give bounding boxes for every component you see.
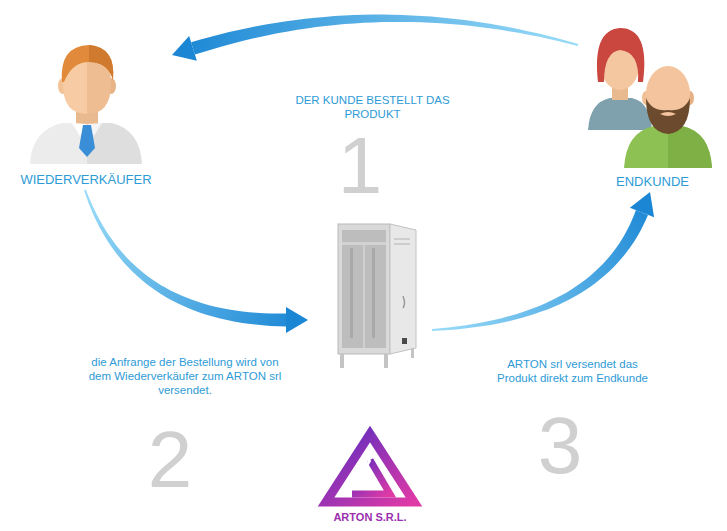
node-label: WIEDERVERKÄUFER (2, 172, 170, 188)
flow-arrow (432, 192, 654, 331)
step-description: DER KUNDE BESTELLT DAS PRODUKT (280, 93, 465, 121)
man-figure (624, 66, 712, 168)
actor-node: ARTON S.R.L. (310, 220, 430, 525)
arrow-head (172, 36, 197, 61)
step-number: 2 (130, 420, 210, 500)
step-number: 1 (330, 126, 390, 206)
step-description: ARTON srl versendet das Produkt direkt z… (490, 357, 655, 385)
node-label: ENDKUNDE (580, 174, 725, 190)
woman-figure (588, 28, 652, 130)
arrow-shaft (432, 210, 648, 331)
locker-illustration (338, 224, 416, 368)
arrow-head (286, 307, 308, 333)
step-number: 3 (520, 406, 600, 486)
actor-node: ENDKUNDE (580, 20, 725, 190)
reseller-body (30, 45, 142, 164)
arrow-shaft (191, 15, 578, 55)
step-description: die Anfrange der Bestellung wird von dem… (85, 355, 285, 397)
arton-logo (326, 434, 414, 502)
flow-arrow (84, 190, 308, 333)
reseller-figure (2, 40, 170, 170)
node-label: ARTON S.R.L. (310, 509, 430, 525)
arrow-head (630, 192, 654, 217)
arrow-shaft (84, 190, 286, 327)
flow-arrow (172, 15, 578, 61)
actor-node: WIEDERVERKÄUFER (2, 40, 170, 188)
product-and-logo (310, 220, 430, 510)
customer-figures (580, 20, 725, 170)
